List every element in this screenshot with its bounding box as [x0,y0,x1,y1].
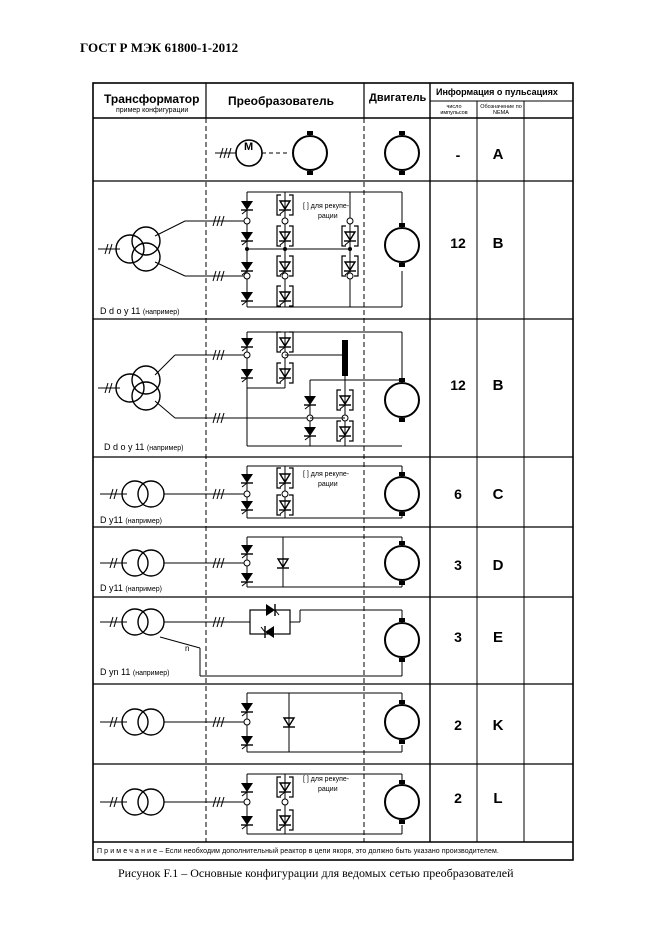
row2-nema: B [492,235,504,252]
row1-nema: A [492,146,504,163]
machine-symbol: M [244,141,254,153]
row5-nema: D [492,557,504,574]
row8-circuit [100,773,420,835]
row4-config: D y11 (например) [100,515,162,526]
regen-label-row4-line1: [ ] для рекупе- [303,471,350,478]
row3-config: D d o y 11 (например) [104,442,184,453]
row5-config: D y11 (например) [100,583,162,594]
header-transformer: Трансформатор [104,92,200,106]
row6-config: D yn 11 (например) [100,667,170,678]
row6-nema: E [492,629,503,646]
regen-label-row8-line1: [ ] для рекупе- [303,776,350,783]
row7-pulses: 2 [454,717,462,733]
document-header: ГОСТ Р МЭК 61800-1-2012 [80,40,239,55]
regen-label-row8-line2: рации [318,786,338,793]
row5-pulses: 3 [454,557,462,573]
header-pulse-count: число импульсов [440,104,468,117]
row8-nema: L [493,790,503,807]
regen-label-row4-line2: рации [318,481,338,488]
neutral-label: n [185,644,190,653]
header-motor: Двигатель [369,92,427,104]
regen-label-row2-line1: [ ] для рекупе- [303,203,350,210]
row8-pulses: 2 [454,790,462,806]
figure-caption: Рисунок F.1 – Основные конфигурации для … [118,866,514,880]
row6-circuit [100,603,420,677]
row4-pulses: 6 [454,486,462,502]
row1-circuit [214,130,420,176]
regen-label-row2-line2: рации [318,213,338,220]
row2-config: D d o y 11 (например) [100,306,180,317]
header-transformer-sub: пример конфигурации [116,107,189,114]
header-converter: Преобразователь [228,94,334,108]
row3-circuit [98,331,420,447]
table-note: П р и м е ч а н и е – Если необходим доп… [97,848,499,855]
row4-circuit [100,465,420,519]
header-ripple-info: Информация о пульсациях [436,87,558,97]
row4-nema: C [492,486,504,503]
row1-pulses: - [455,147,461,163]
row3-nema: B [492,377,504,394]
header-nema: Обозначение по NEMA [480,104,522,117]
row5-circuit [100,536,420,588]
row6-pulses: 3 [454,629,462,645]
row7-nema: K [492,717,504,734]
row2-pulses: 12 [450,235,466,251]
row2-circuit [98,191,420,308]
row3-pulses: 12 [450,377,466,393]
row7-circuit [100,692,420,753]
